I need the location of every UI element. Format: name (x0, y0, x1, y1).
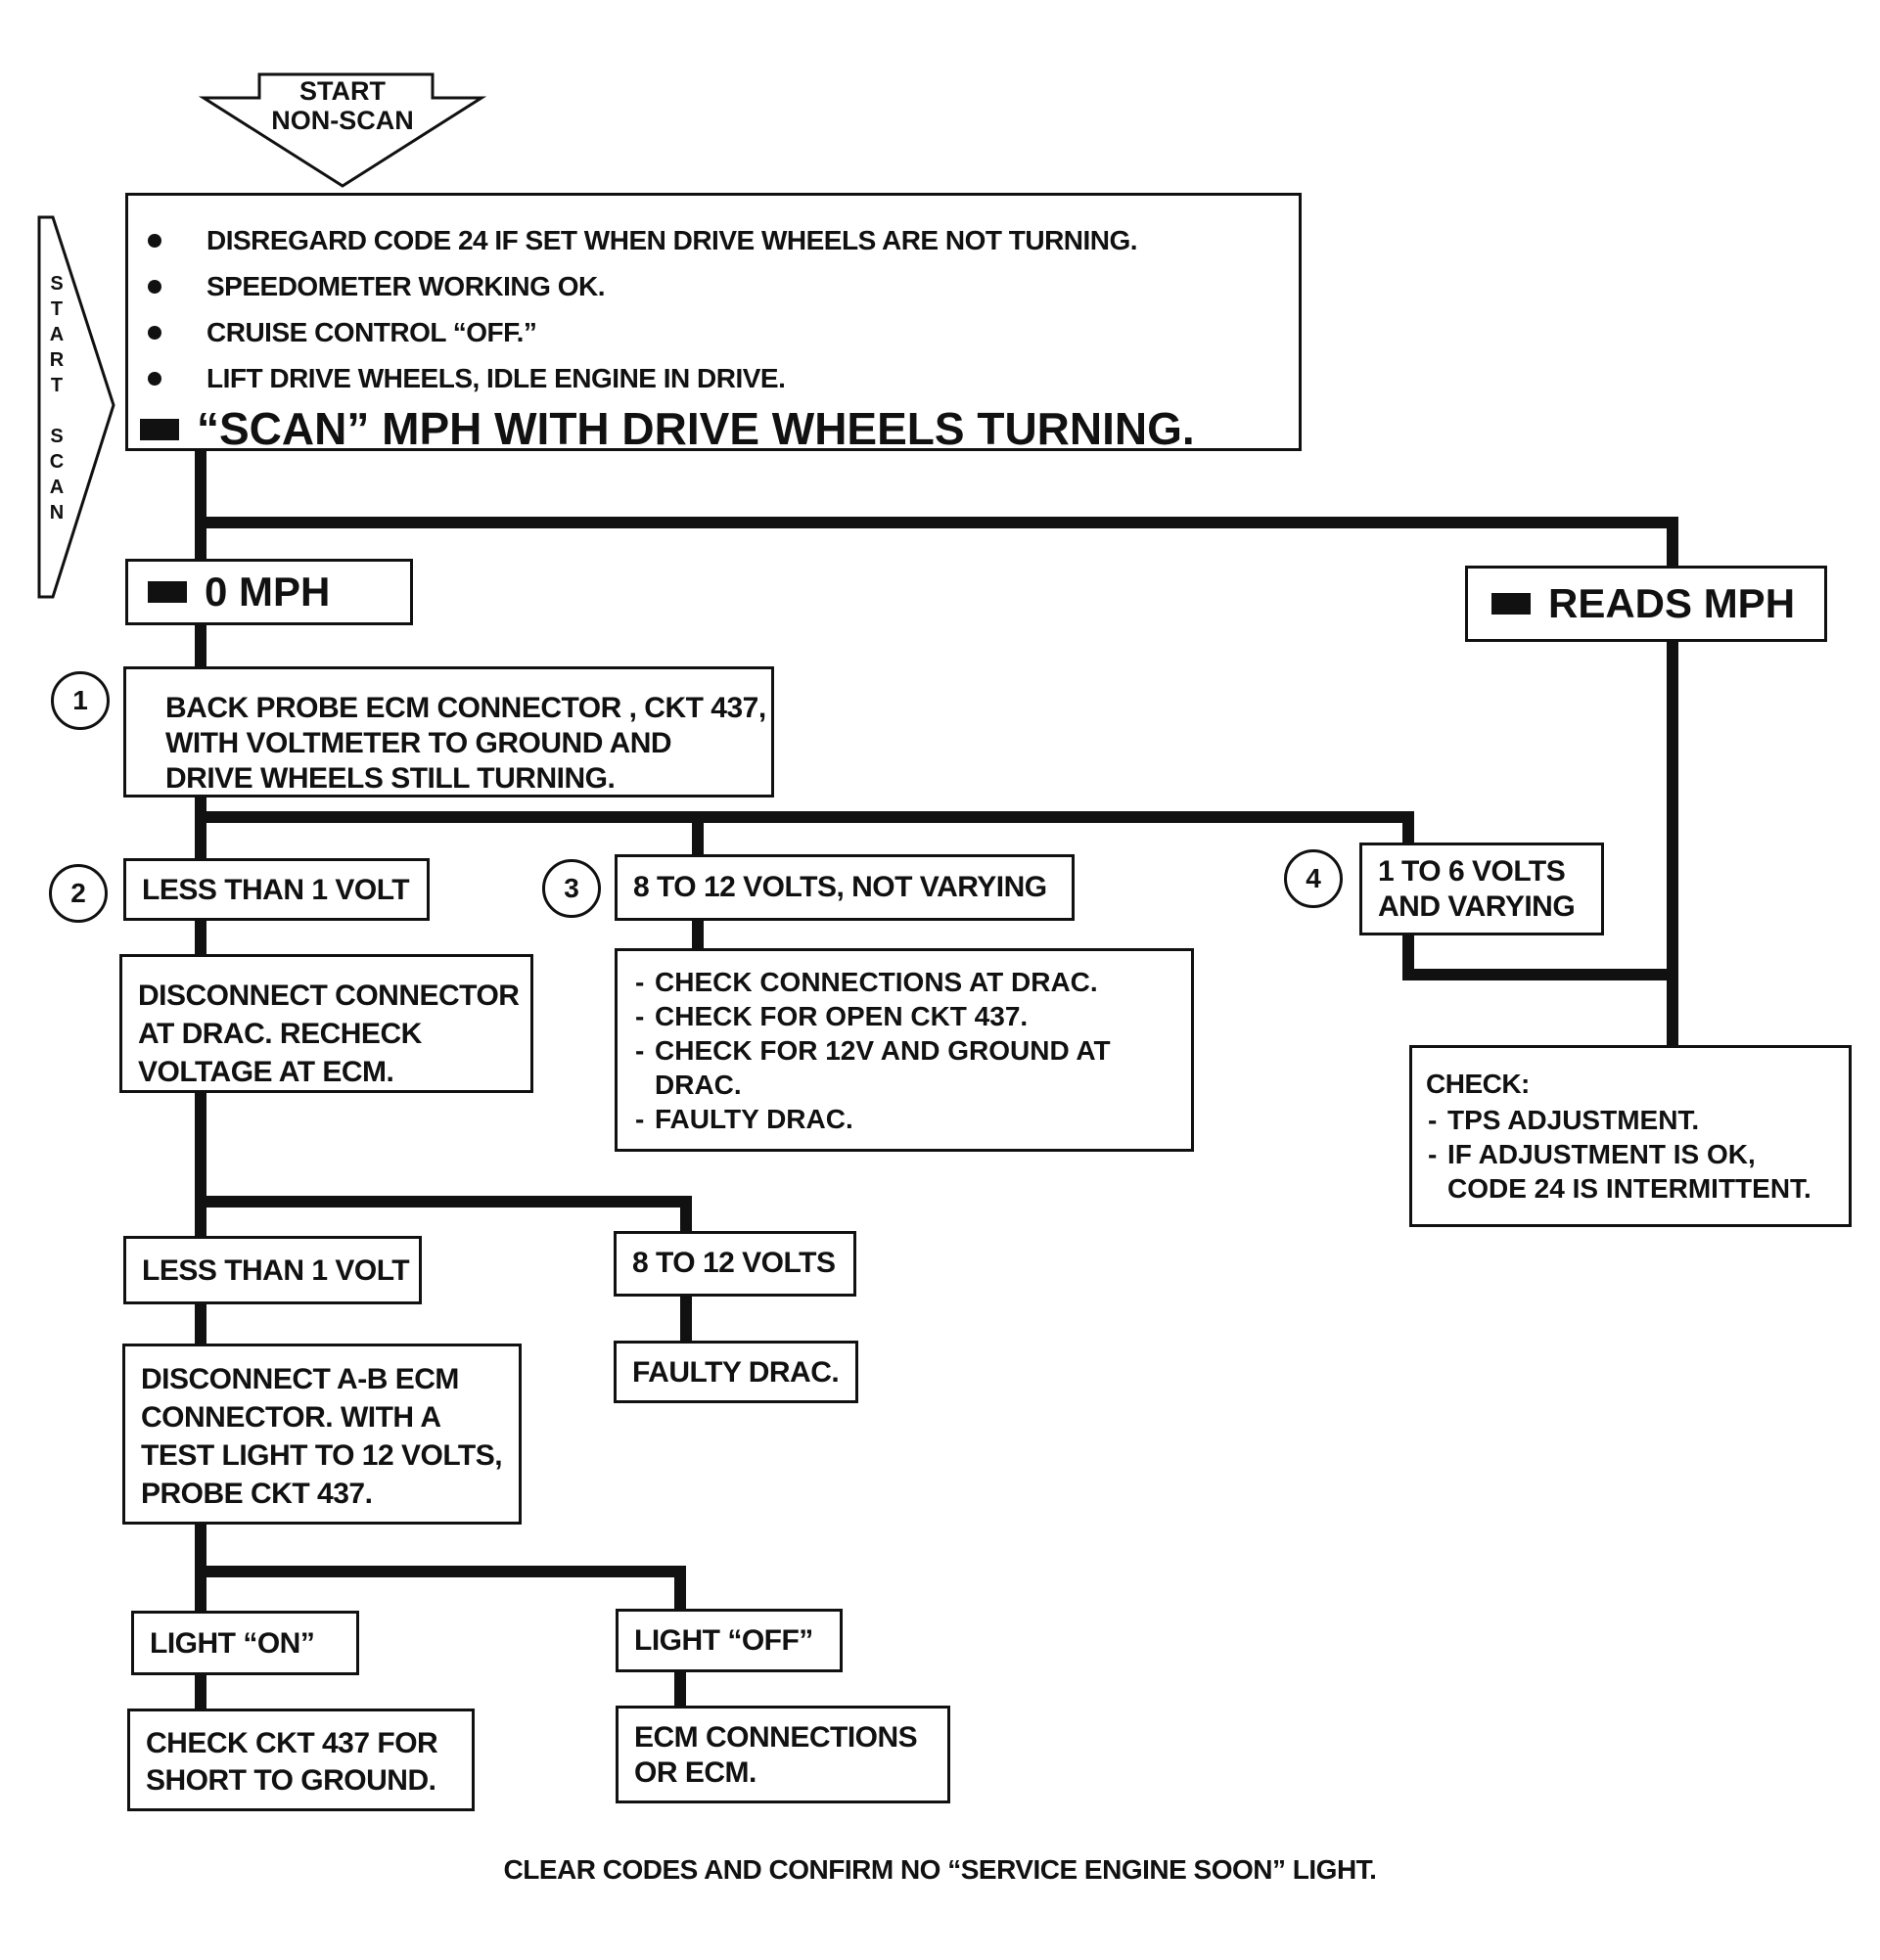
less-than-1-volt-box: LESS THAN 1 VOLT (123, 858, 430, 921)
start-nonscan-arrow (198, 72, 487, 188)
step-number-4: 4 (1284, 849, 1343, 908)
start-scan-letter: C (49, 451, 65, 473)
start-scan-letter: S (50, 426, 64, 447)
connector (195, 1093, 206, 1236)
connector (195, 798, 206, 858)
connector (680, 1196, 692, 1231)
step-number-1: 1 (51, 671, 110, 730)
tps-check-item: IF ADJUSTMENT IS OK, CODE 24 IS INTERMIT… (1426, 1137, 1835, 1206)
start-scan-letter: T (50, 298, 64, 320)
connector (195, 811, 1414, 823)
precondition-item: LIFT DRIVE WHEELS, IDLE ENGINE IN DRIVE. (128, 355, 1299, 401)
start-nonscan-label: START NON-SCAN (271, 76, 414, 135)
start-scan-letter: T (50, 375, 64, 396)
drac-check-item: CHECK FOR OPEN CKT 437. (633, 999, 1175, 1033)
tps-check-box: CHECK: TPS ADJUSTMENT.IF ADJUSTMENT IS O… (1409, 1045, 1852, 1227)
back-probe-box: BACK PROBE ECM CONNECTOR , CKT 437,WITH … (123, 666, 774, 798)
less-than-1-volt-recheck-box: LESS THAN 1 VOLT (123, 1236, 422, 1304)
scan-tool-icon (1491, 592, 1531, 615)
connector (195, 625, 206, 666)
zero-mph-box: 0 MPH (125, 559, 413, 625)
light-on-box: LIGHT “ON” (131, 1611, 359, 1675)
preconditions-box: DISREGARD CODE 24 IF SET WHEN DRIVE WHEE… (125, 193, 1302, 454)
connector (692, 921, 704, 948)
reads-mph-box: READS MPH (1465, 566, 1827, 642)
connector (1402, 811, 1414, 843)
start-scan-letter: A (49, 477, 65, 498)
connector (674, 1566, 686, 1609)
start-scan-letter: N (49, 502, 65, 524)
start-scan-letter: S (50, 273, 64, 295)
start-scan-letter: R (49, 349, 65, 371)
connector (195, 921, 206, 954)
connector (195, 1196, 692, 1208)
start-scan-letter: A (49, 324, 65, 345)
8-to-12-volts-not-varying-box: 8 TO 12 VOLTS, NOT VARYING (615, 854, 1075, 921)
connector (692, 811, 704, 854)
connector (1667, 517, 1678, 566)
connector (195, 451, 206, 559)
step-number-3: 3 (542, 859, 601, 918)
connector (680, 1297, 692, 1341)
precondition-item: CRUISE CONTROL “OFF.” (128, 309, 1299, 355)
footer-note: CLEAR CODES AND CONFIRM NO “SERVICE ENGI… (503, 1854, 1377, 1885)
connector (195, 1304, 206, 1344)
8-to-12-volts-box: 8 TO 12 VOLTS (614, 1231, 856, 1297)
scan-tool-icon (148, 580, 187, 603)
scan-tool-icon (140, 418, 179, 440)
connector (195, 517, 1678, 528)
light-off-box: LIGHT “OFF” (616, 1609, 843, 1672)
start-scan-arrow (37, 215, 115, 599)
step-number-2: 2 (49, 864, 108, 923)
connector (1402, 969, 1678, 980)
precondition-item: SPEEDOMETER WORKING OK. (128, 263, 1299, 309)
drac-check-item: FAULTY DRAC. (633, 1102, 1175, 1136)
precondition-item: DISREGARD CODE 24 IF SET WHEN DRIVE WHEE… (128, 217, 1299, 263)
connector (674, 1672, 686, 1706)
drac-check-item: CHECK CONNECTIONS AT DRAC. (633, 965, 1175, 999)
faulty-drac-box: FAULTY DRAC. (614, 1341, 858, 1403)
tps-check-item: TPS ADJUSTMENT. (1426, 1103, 1835, 1137)
connector (195, 1675, 206, 1709)
drac-checks-box: CHECK CONNECTIONS AT DRAC.CHECK FOR OPEN… (615, 948, 1194, 1152)
drac-check-item: CHECK FOR 12V AND GROUND AT DRAC. (633, 1033, 1175, 1102)
connector (1667, 642, 1678, 1045)
scan-mph-instruction: “SCAN” MPH WITH DRIVE WHEELS TURNING. (128, 401, 1299, 456)
connector (195, 1566, 686, 1577)
